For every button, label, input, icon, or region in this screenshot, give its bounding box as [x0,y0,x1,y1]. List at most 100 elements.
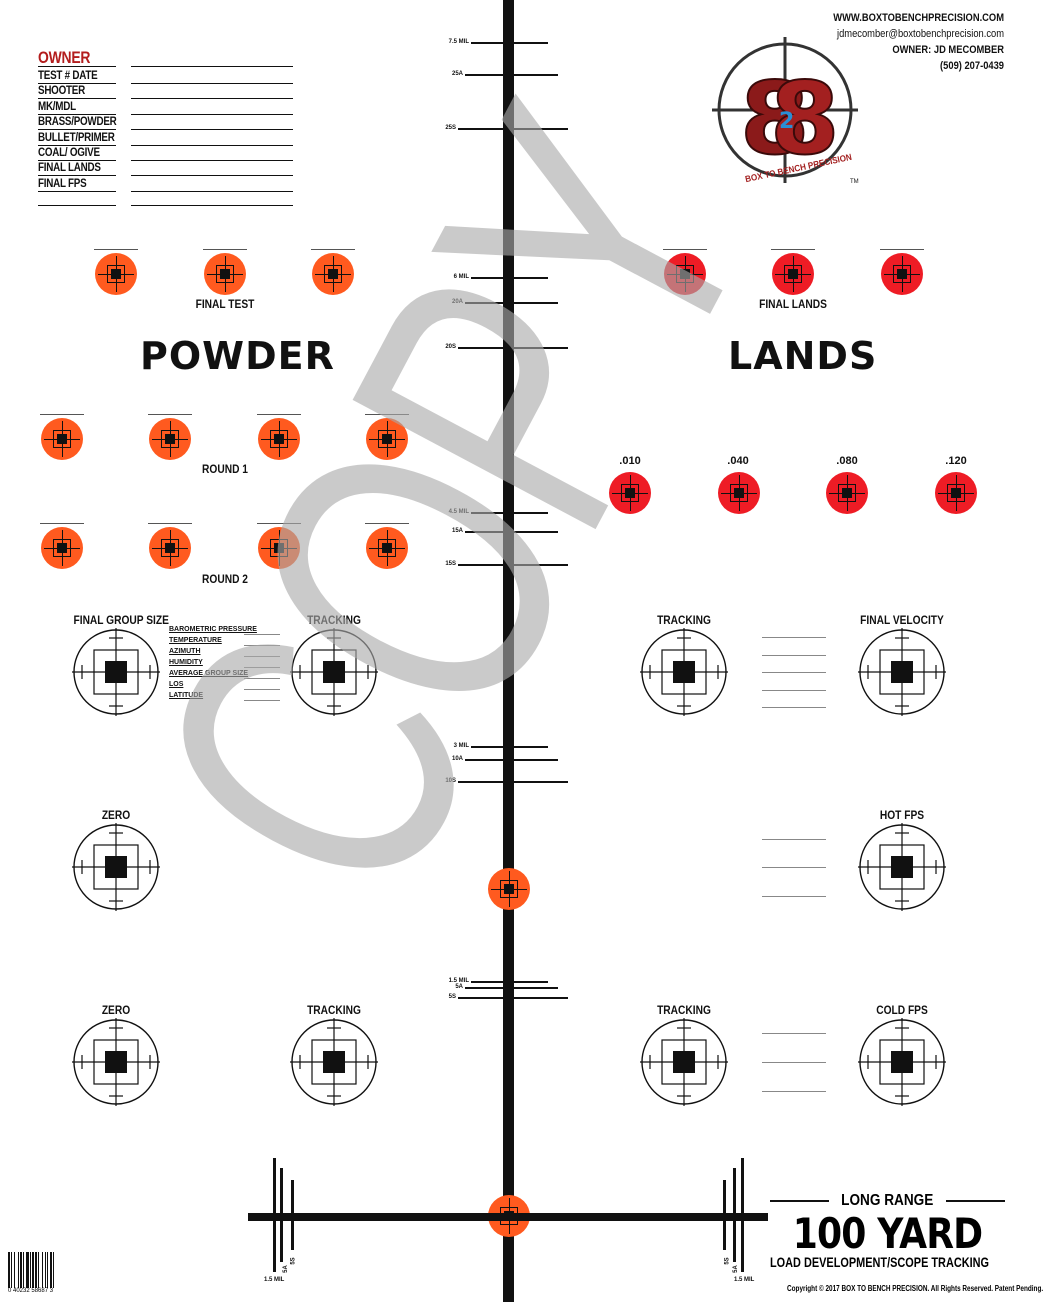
form-field-input-line[interactable] [131,113,293,115]
zero-target-1[interactable] [72,823,160,911]
final-lands-dot[interactable] [881,253,923,295]
barcode-bar [50,1252,52,1288]
final-velocity-input-line[interactable] [762,690,826,691]
dot-score-line[interactable] [94,249,138,250]
lands-dot[interactable] [609,472,651,514]
form-extra-line[interactable] [131,205,293,206]
hot-fps-input-line[interactable] [762,839,826,840]
dot-score-line[interactable] [365,414,409,415]
dot-square-icon [730,484,748,502]
final-velocity-input-line[interactable] [762,655,826,656]
dot-score-line[interactable] [365,523,409,524]
dot-score-line[interactable] [257,523,301,524]
form-field-input-line[interactable] [131,129,293,131]
dot-score-line[interactable] [40,414,84,415]
barcode-icon [8,1252,70,1288]
dot-score-line[interactable] [203,249,247,250]
cold-fps-input-line[interactable] [762,1062,826,1063]
environment-label: HUMIDITY [169,659,203,666]
dot-score-line[interactable] [40,523,84,524]
bottom-scale-label: 1.5 MIL [264,1277,285,1283]
round1-dot[interactable] [366,418,408,460]
dot-score-line[interactable] [771,249,815,250]
lands-dot[interactable] [826,472,868,514]
zero-target-2[interactable] [72,1018,160,1106]
scope-reticle-icon [72,628,160,716]
dot-score-line[interactable] [257,414,301,415]
final-lands-dot[interactable] [772,253,814,295]
cold-fps-target[interactable] [858,1018,946,1106]
tracking-target-1[interactable] [290,628,378,716]
environment-input-line[interactable] [244,689,280,690]
form-field-input-line[interactable] [131,175,293,177]
environment-input-line[interactable] [244,645,280,646]
ladder-tick-label: 25S [445,125,456,131]
round1-label: ROUND 1 [202,462,248,476]
round2-dot[interactable] [366,527,408,569]
final-velocity-input-line[interactable] [762,707,826,708]
barcode-bar [8,1252,10,1288]
form-field-input-line[interactable] [131,160,293,161]
ladder-tick-left [458,128,503,130]
round2-label: ROUND 2 [202,572,248,586]
ladder-tick-right [512,277,548,279]
dot-score-line[interactable] [311,249,355,250]
environment-input-line[interactable] [244,667,280,668]
tracking-target-4[interactable] [640,1018,728,1106]
round2-dot[interactable] [258,527,300,569]
cold-fps-input-line[interactable] [762,1033,826,1034]
cold-fps-input-line[interactable] [762,1091,826,1092]
bottom-horizontal-line [248,1213,768,1221]
final-velocity-target[interactable] [858,628,946,716]
hot-fps-target[interactable] [858,823,946,911]
contact-website[interactable]: WWW.BOXTOBENCHPRECISION.COM [833,12,1004,24]
environment-input-line[interactable] [244,634,280,635]
dot-score-line[interactable] [880,249,924,250]
ladder-tick-right [512,997,568,999]
copyright: Copyright © 2017 BOX TO BENCH PRECISION.… [787,1284,1043,1293]
form-field-input-line[interactable] [131,98,293,100]
final-velocity-input-line[interactable] [762,672,826,673]
form-field-label: COAL/ OGIVE [38,145,100,159]
form-field-input-line[interactable] [131,144,293,146]
round2-dot[interactable] [41,527,83,569]
environment-label: BAROMETRIC PRESSURE [169,626,257,633]
center-zero-dot[interactable] [488,868,530,910]
lands-heading: LANDS [728,334,878,378]
owner-label: OWNER [38,48,91,67]
form-field-input-line[interactable] [131,83,293,84]
dot-square-icon [324,265,342,283]
form-field-input-line[interactable] [131,190,293,192]
dot-score-line[interactable] [148,414,192,415]
hot-fps-input-line[interactable] [762,867,826,868]
dot-center-icon [111,269,121,279]
cold-fps-label: COLD FPS [876,1003,928,1017]
owner-input-line[interactable] [131,66,293,67]
final-test-dot[interactable] [204,253,246,295]
ladder-tick-left [471,746,503,748]
lands-dot[interactable] [718,472,760,514]
contact-email[interactable]: jdmecomber@boxtobenchprecision.com [837,28,1004,40]
lands-dot[interactable] [935,472,977,514]
final-velocity-input-line[interactable] [762,637,826,638]
environment-input-line[interactable] [244,656,280,657]
tracking-target-2[interactable] [640,628,728,716]
tracking-target-3[interactable] [290,1018,378,1106]
environment-input-line[interactable] [244,700,280,701]
environment-input-line[interactable] [244,678,280,679]
round1-dot[interactable] [41,418,83,460]
ladder-tick-label: 20S [445,344,456,350]
dot-score-line[interactable] [663,249,707,250]
environment-label: TEMPERATURE [169,637,222,644]
final-test-dot[interactable] [312,253,354,295]
form-extra-line[interactable] [38,205,116,206]
round1-dot[interactable] [258,418,300,460]
dot-score-line[interactable] [148,523,192,524]
dot-square-icon [676,265,694,283]
hot-fps-input-line[interactable] [762,896,826,897]
final-lands-dot[interactable] [664,253,706,295]
final-test-dot[interactable] [95,253,137,295]
round2-dot[interactable] [149,527,191,569]
round1-dot[interactable] [149,418,191,460]
final-group-size-target[interactable] [72,628,160,716]
